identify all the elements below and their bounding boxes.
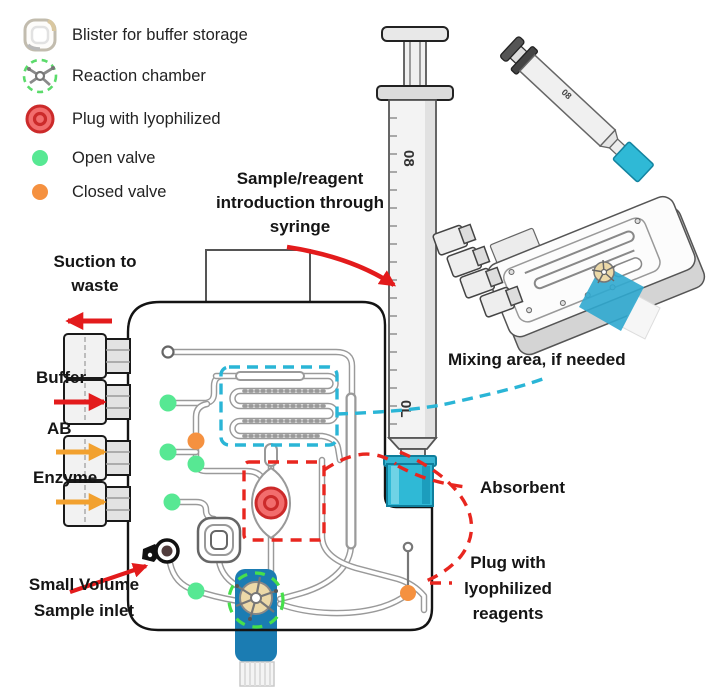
inset-barrel-marking: 08 bbox=[560, 87, 574, 101]
mixing-callout bbox=[219, 365, 549, 447]
label-small-volume: Small Volume Sample inlet bbox=[28, 575, 140, 621]
legend-item-closed-valve: Closed valve bbox=[18, 173, 166, 211]
legend-label: Closed valve bbox=[72, 182, 167, 201]
plug-callout bbox=[242, 450, 474, 585]
reaction-chamber-highlight bbox=[227, 571, 285, 629]
reaction-chamber-icon bbox=[18, 56, 62, 96]
closed-valve-dot-1 bbox=[187, 432, 205, 450]
absorbent-callout-line-1 bbox=[323, 452, 397, 472]
reaction-chamber-onchip bbox=[227, 571, 285, 629]
label-ab: AB bbox=[47, 419, 72, 438]
plug-with-reagents bbox=[250, 443, 292, 540]
mixing-callout-line bbox=[336, 375, 549, 416]
legend-item-open-valve: Open valve bbox=[18, 139, 155, 177]
valves bbox=[159, 394, 205, 600]
closed-valve-dot-2 bbox=[400, 585, 416, 601]
label-buffer: Buffer bbox=[36, 368, 87, 387]
legend-item-plug: Plug with lyophilized bbox=[18, 100, 221, 138]
label-mixing-area: Mixing area, if needed bbox=[448, 350, 626, 369]
open-valve-dot-5 bbox=[187, 582, 205, 600]
legend-label: Open valve bbox=[72, 148, 156, 167]
waste-channel-port bbox=[161, 345, 175, 359]
mixing-serpentine bbox=[216, 371, 340, 460]
inset-3d-device: 08 bbox=[432, 36, 706, 356]
legend-item-reaction-chamber: Reaction chamber bbox=[18, 57, 206, 95]
barrel-marking-upper: 08 bbox=[400, 150, 417, 167]
blister-onchip bbox=[196, 516, 242, 564]
flow-arrows bbox=[54, 244, 397, 594]
arrow-syringe bbox=[286, 244, 397, 287]
label-sample-introduction: Sample/reagent introduction through syri… bbox=[215, 169, 385, 236]
open-valve-dot-3 bbox=[187, 455, 205, 473]
legend-label: Blister for buffer storage bbox=[72, 25, 248, 44]
inset-connectors bbox=[432, 223, 524, 318]
open-valve-dot-4 bbox=[163, 493, 181, 511]
inset-absorbent bbox=[612, 141, 654, 183]
label-enzyme: Enzyme bbox=[33, 468, 98, 487]
plug-callout-line bbox=[399, 450, 474, 583]
mixing-callout-box bbox=[219, 365, 339, 447]
channel-network bbox=[161, 345, 425, 614]
blister-icon bbox=[18, 17, 62, 53]
inlet-ports bbox=[63, 333, 131, 527]
absorbent-onchip bbox=[383, 455, 437, 507]
inset-syringe: 08 bbox=[500, 36, 654, 183]
chip-top-tab bbox=[205, 249, 311, 306]
closed-valve-icon bbox=[18, 183, 62, 201]
lyophilized-plug bbox=[254, 486, 288, 520]
barrel-taper bbox=[386, 437, 438, 450]
label-absorbent: Absorbent bbox=[480, 478, 565, 497]
label-plug-lyophilized: Plug with lyophilized reagents bbox=[464, 553, 552, 623]
plug-icon bbox=[18, 103, 62, 135]
legend-label: Plug with lyophilized bbox=[72, 109, 221, 128]
vent-pin bbox=[400, 541, 416, 601]
legend-label: Reaction chamber bbox=[72, 66, 206, 85]
open-valve-dot-1 bbox=[159, 394, 177, 412]
inset-strip bbox=[579, 259, 661, 340]
label-suction-to-waste: Suction to waste bbox=[53, 252, 137, 295]
absorbent-callout-line-2 bbox=[397, 464, 467, 489]
open-valve-icon bbox=[18, 149, 62, 167]
barrel-marking-lower: 0L bbox=[397, 400, 414, 418]
plunger-cap bbox=[381, 26, 449, 42]
port-waste bbox=[63, 333, 131, 379]
plunger-shaft bbox=[403, 40, 427, 88]
open-valve-dot-2 bbox=[159, 443, 177, 461]
arrow-sample-inlet bbox=[69, 563, 149, 594]
sample-inlet bbox=[142, 538, 180, 564]
barrel-flange bbox=[376, 85, 454, 101]
syringe: 08 0L bbox=[376, 26, 454, 507]
legend-item-blister: Blister for buffer storage bbox=[18, 16, 248, 54]
